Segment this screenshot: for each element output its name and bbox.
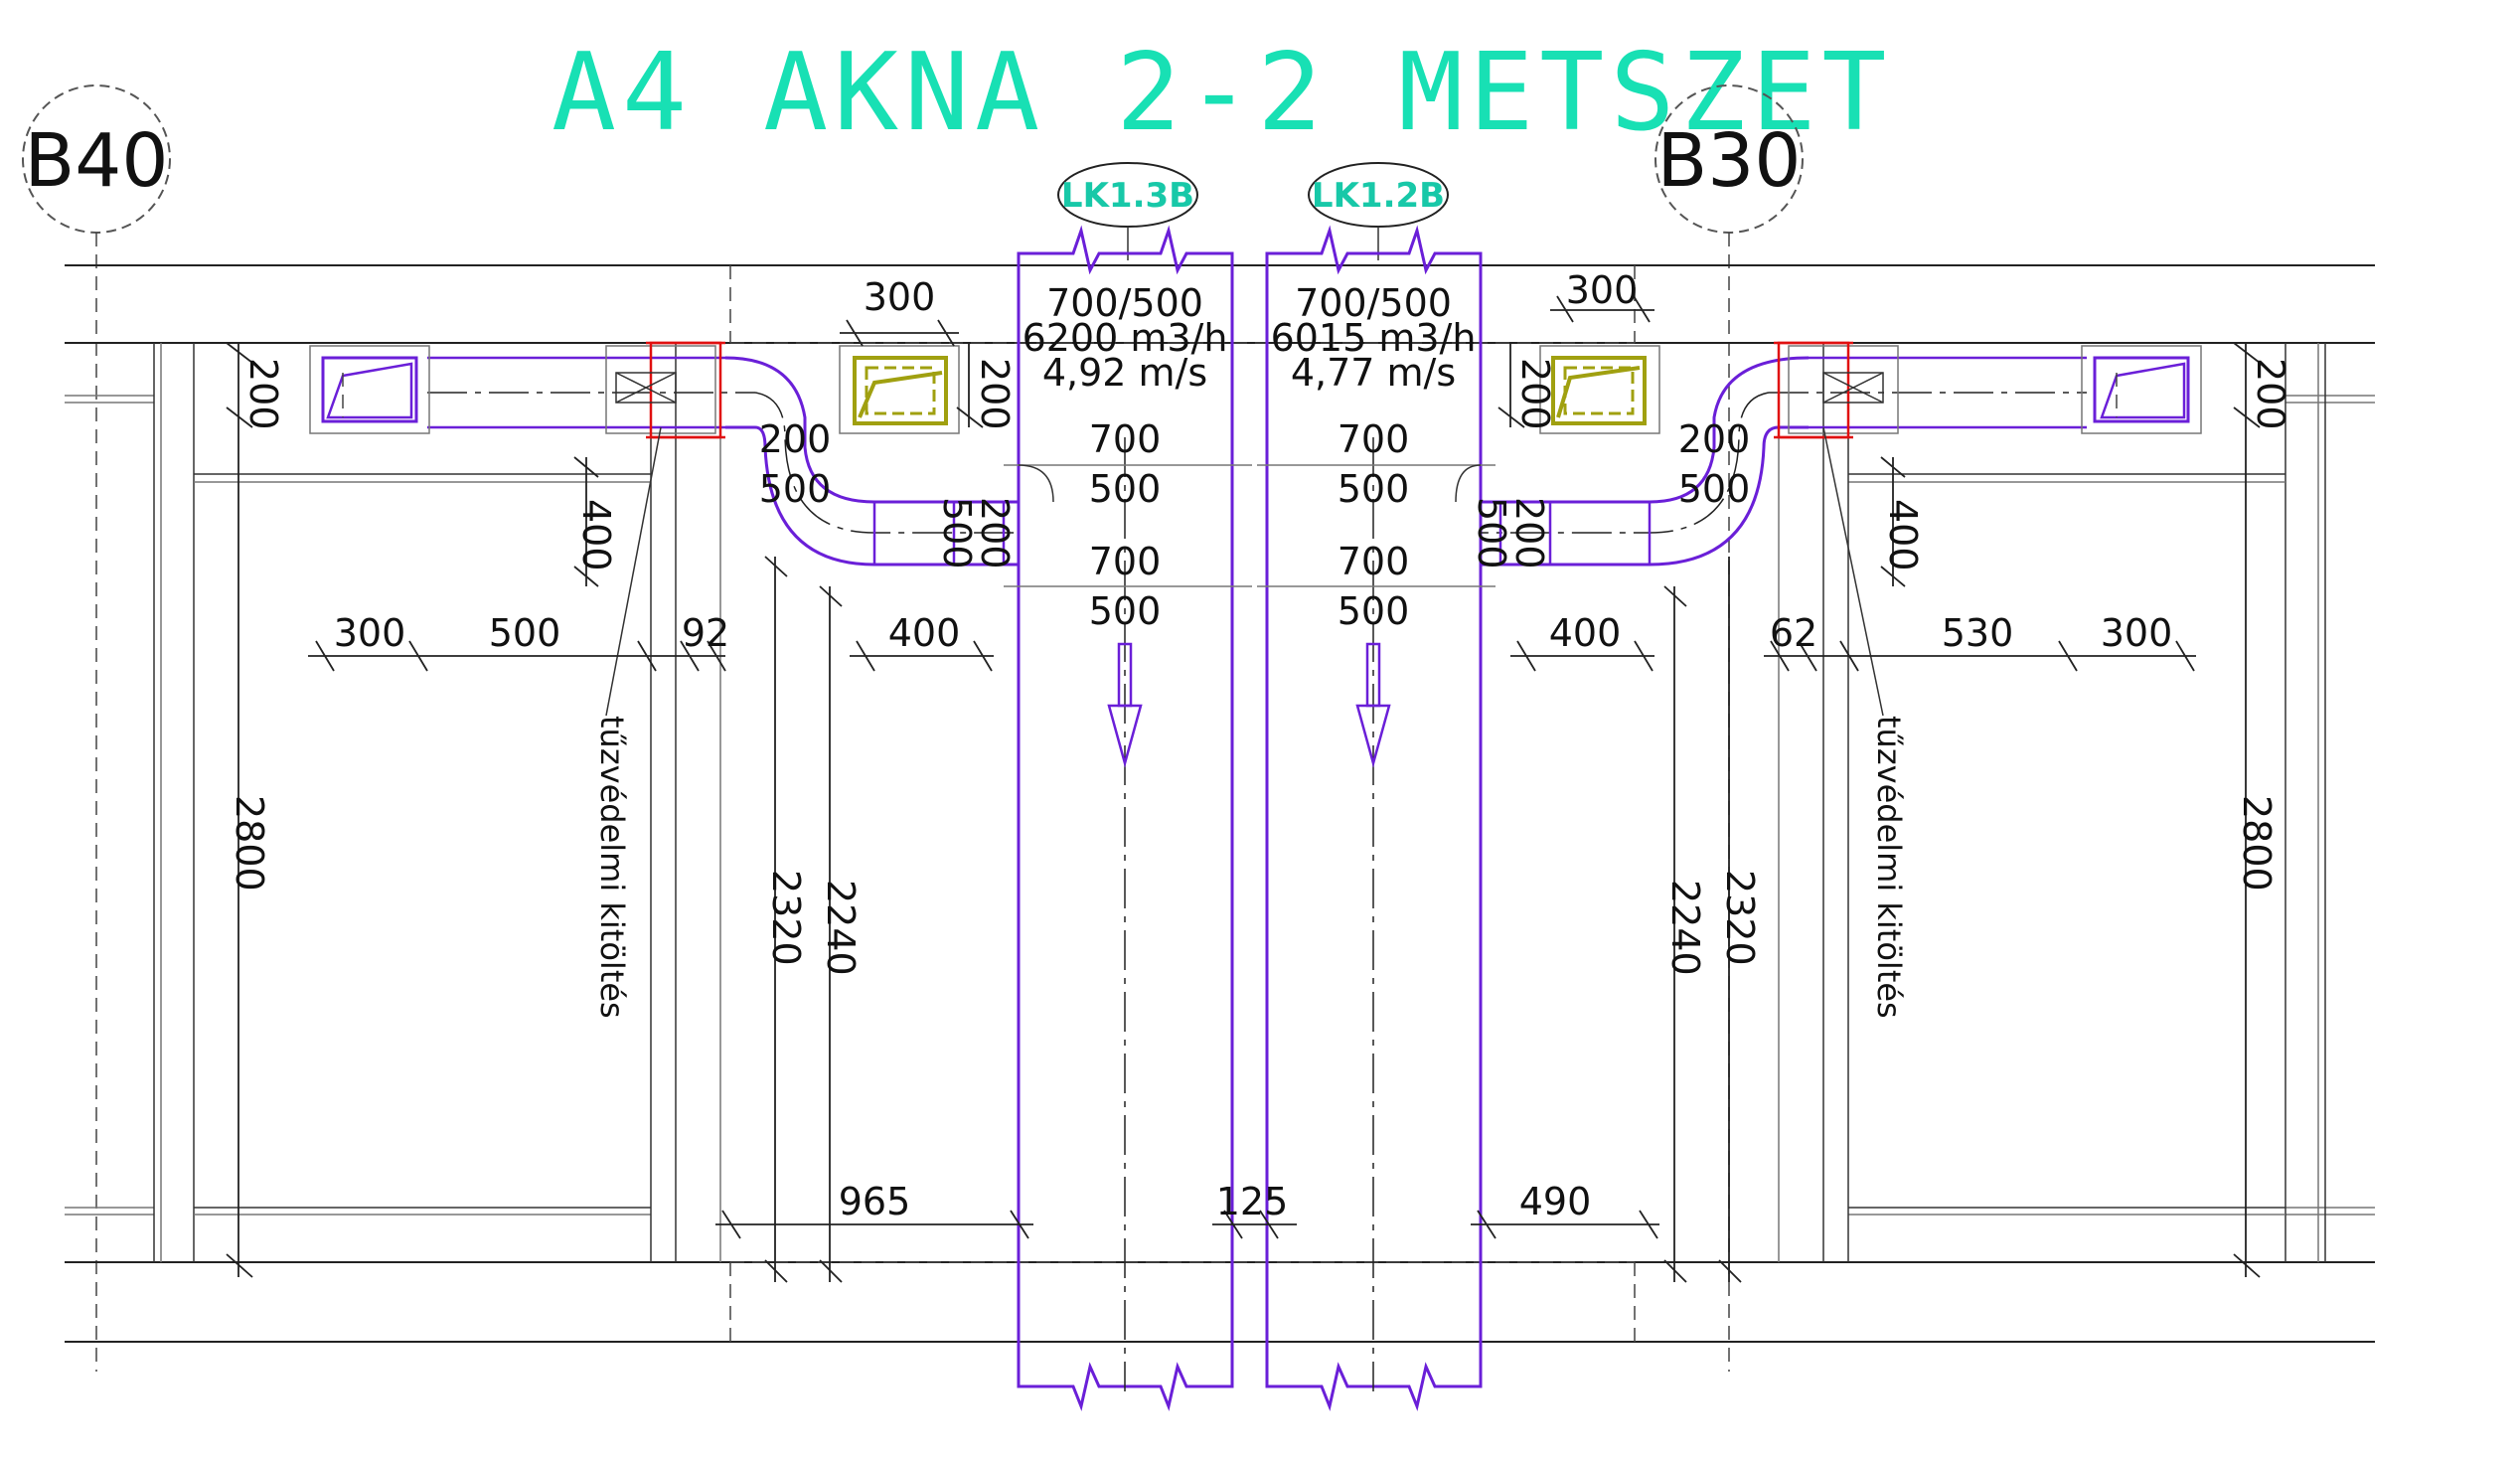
- section-right-700a: 700: [1338, 417, 1410, 461]
- dim-200-vert-right: 200: [1507, 497, 1551, 569]
- dim-300-left: 300: [334, 611, 406, 655]
- right-wall-frame: [1778, 343, 2326, 1262]
- dim-500-left: 500: [489, 611, 561, 655]
- duct-right-size: 700/500: [1295, 281, 1452, 325]
- section-right-500b: 500: [1338, 589, 1410, 633]
- control-damper-left: [839, 345, 960, 434]
- fire-note-left: tűzvédelmi kitöltés: [593, 716, 631, 1019]
- duct-tag-lk13b-label: LK1.3B: [1061, 176, 1194, 216]
- dim-530: 530: [1942, 611, 2014, 655]
- control-damper-right: [1539, 345, 1660, 434]
- dim-62: 62: [1770, 611, 1817, 655]
- dim-125: 125: [1216, 1180, 1289, 1223]
- dim-2240-left: 2240: [819, 880, 863, 976]
- dim-300-top-left: 300: [864, 275, 936, 319]
- dim-400-vert-left: 400: [574, 499, 618, 571]
- grid-label-b40: B40: [25, 118, 169, 204]
- grid-label-b30: B30: [1657, 118, 1802, 204]
- drawing-title: A4 AKNA 2-2 METSZET: [551, 31, 1892, 155]
- flow-arrow-right: [1355, 642, 1391, 768]
- grid-bubble-b30: B30: [1654, 84, 1804, 234]
- branch-duct-right: [1455, 356, 2087, 567]
- duct-tag-lk12b-label: LK1.2B: [1312, 176, 1445, 216]
- dim-200-right-damper: 200: [1513, 358, 1557, 430]
- dim-500-vert-right: 500: [1470, 497, 1513, 569]
- duct-left-flow: 6200 m3/h: [1023, 316, 1228, 360]
- shaft-right: [1257, 225, 1496, 1412]
- dim-200-branch-right: 200: [1678, 417, 1751, 461]
- dim-92: 92: [682, 611, 729, 655]
- grid-bubble-b40: B40: [22, 84, 171, 234]
- dim-500-branch-right: 500: [1678, 467, 1751, 511]
- shaft-left: [1004, 225, 1252, 1412]
- grille-right-outer: [2081, 345, 2202, 434]
- dim-400-vert-right: 400: [1881, 499, 1925, 571]
- section-right-500a: 500: [1338, 467, 1410, 511]
- flow-arrow-left: [1107, 642, 1143, 768]
- dim-200-left-grille: 200: [241, 358, 285, 430]
- section-left-700b: 700: [1089, 540, 1162, 583]
- duct-right-velocity: 4,77 m/s: [1291, 351, 1456, 395]
- duct-left-velocity: 4,92 m/s: [1042, 351, 1207, 395]
- dim-2800-right: 2800: [2235, 795, 2279, 892]
- slab-bottom: [65, 1207, 2375, 1343]
- dim-2320-left: 2320: [764, 870, 808, 966]
- dim-300-right: 300: [2101, 611, 2173, 655]
- dim-500-branch-left: 500: [759, 467, 832, 511]
- fire-damper-right: [1774, 341, 1899, 439]
- dim-2320-right: 2320: [1718, 870, 1762, 966]
- section-right-700b: 700: [1338, 540, 1410, 583]
- dim-400-right: 400: [1549, 611, 1622, 655]
- left-wall-frame: [153, 343, 721, 1262]
- slab-top: [65, 264, 2375, 404]
- dim-300-top-right: 300: [1566, 268, 1639, 312]
- dim-2240-right: 2240: [1663, 880, 1707, 976]
- duct-left-size: 700/500: [1046, 281, 1203, 325]
- dim-500-vert-left: 500: [935, 497, 979, 569]
- section-left-500b: 500: [1089, 589, 1162, 633]
- section-left-500a: 500: [1089, 467, 1162, 511]
- dimension-lines: [226, 295, 2261, 1283]
- branch-duct-left: [427, 356, 1054, 567]
- duct-tag-lk12b: LK1.2B: [1308, 162, 1449, 228]
- dim-490: 490: [1519, 1180, 1592, 1223]
- dim-200-left-damper: 200: [973, 358, 1017, 430]
- dim-200-right-grille: 200: [2249, 358, 2292, 430]
- fire-note-right: tűzvédelmi kitöltés: [1870, 716, 1908, 1019]
- dim-200-vert-left: 200: [973, 497, 1017, 569]
- dim-400-left: 400: [888, 611, 961, 655]
- dim-2800-left: 2800: [228, 795, 271, 892]
- section-left-700a: 700: [1089, 417, 1162, 461]
- duct-right-flow: 6015 m3/h: [1271, 316, 1477, 360]
- dim-200-branch-left: 200: [759, 417, 832, 461]
- grille-left-outer: [309, 345, 430, 434]
- duct-tag-lk13b: LK1.3B: [1057, 162, 1198, 228]
- dim-965: 965: [839, 1180, 911, 1223]
